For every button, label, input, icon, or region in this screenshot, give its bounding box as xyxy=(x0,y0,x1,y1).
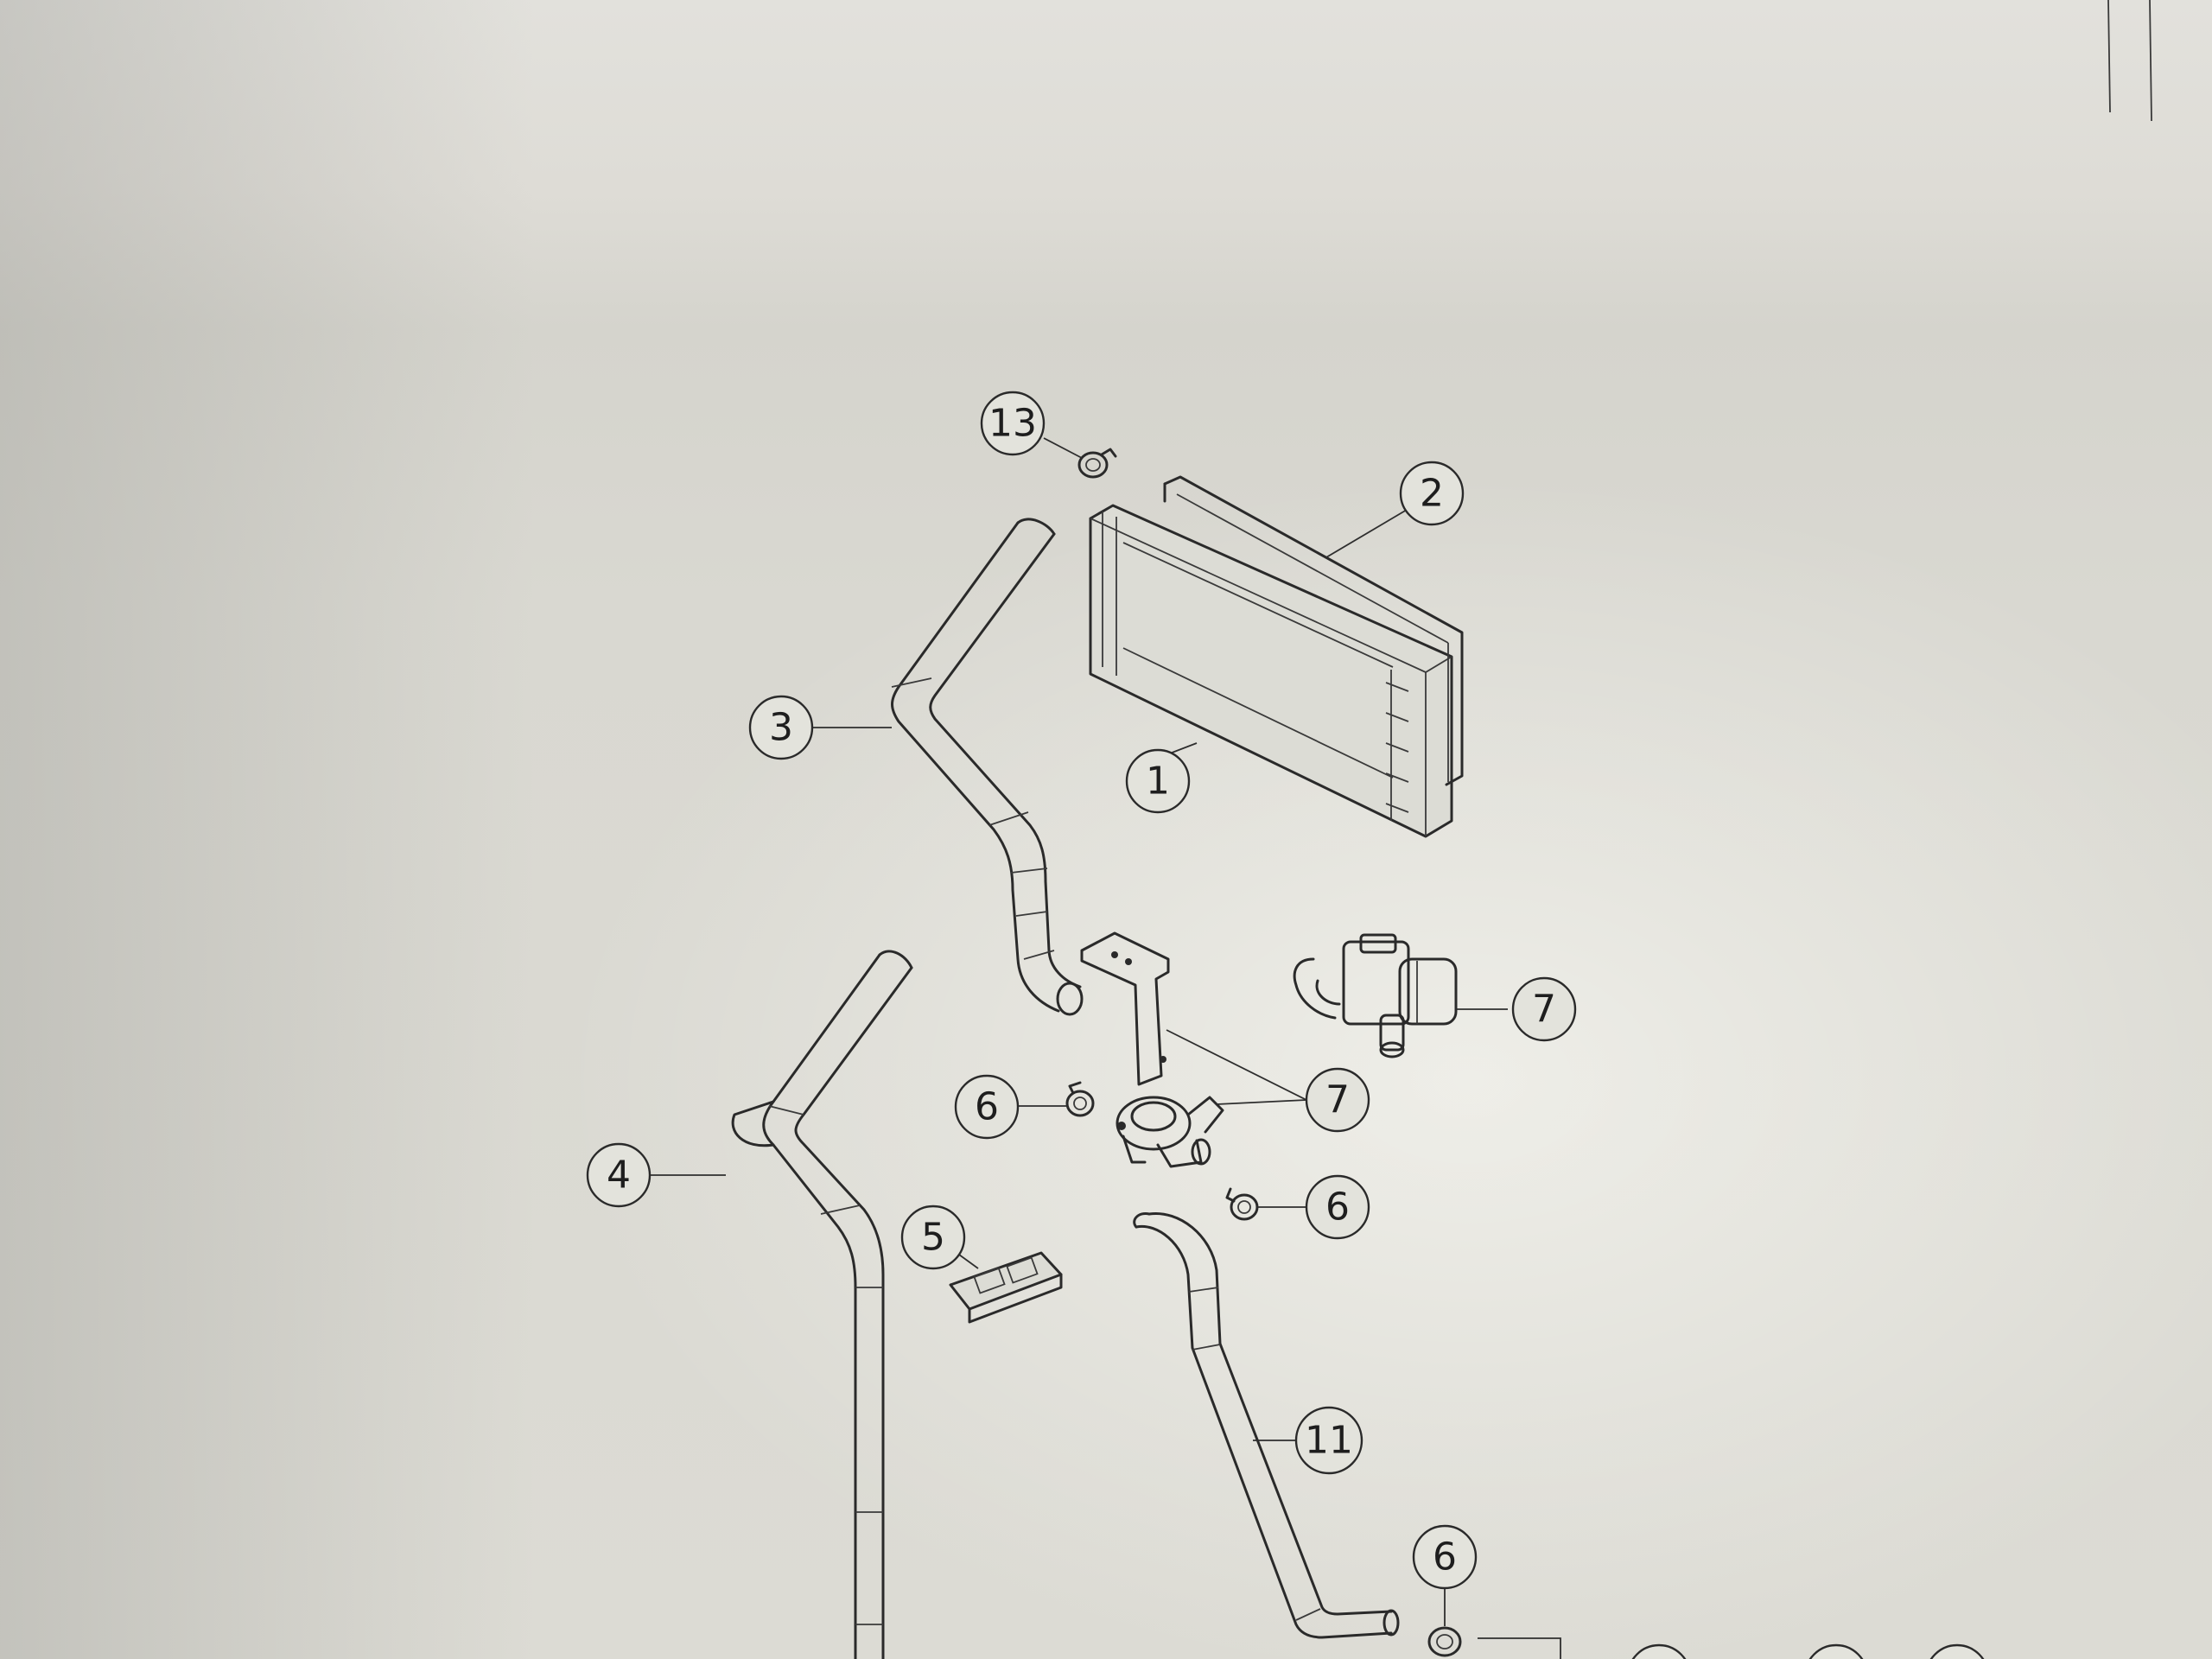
callout-6-left: 6 xyxy=(954,1074,1020,1140)
bracket-7 xyxy=(1080,931,1170,1086)
callout-7-valve-label: 7 xyxy=(1532,988,1556,1032)
clamp-13 xyxy=(1077,448,1117,479)
leader-lines xyxy=(650,437,1561,1659)
page-shadow xyxy=(0,0,536,1659)
callout-4: 4 xyxy=(586,1142,652,1208)
hose-11 xyxy=(1133,1211,1400,1639)
callout-7-pump-label: 7 xyxy=(1325,1078,1350,1122)
callout-6-right-label: 6 xyxy=(1325,1185,1350,1230)
callout-7-pump: 7 xyxy=(1305,1067,1370,1133)
control-valve-7 xyxy=(1293,933,1458,1058)
hose-4 xyxy=(731,950,913,1659)
callout-2: 2 xyxy=(1399,461,1465,526)
callout-1-label: 1 xyxy=(1146,760,1170,804)
callout-11: 11 xyxy=(1294,1406,1363,1475)
callout-13: 13 xyxy=(980,391,1046,456)
callout-11-label: 11 xyxy=(1305,1419,1353,1463)
seal-frame xyxy=(1163,475,1464,786)
heater-core xyxy=(1089,504,1453,838)
grommet-5 xyxy=(949,1251,1063,1324)
cropped-callouts xyxy=(1631,1643,1985,1659)
callout-3-label: 3 xyxy=(769,706,793,750)
hose-3 xyxy=(891,518,1084,1016)
callout-6-bottom: 6 xyxy=(1412,1524,1478,1590)
callout-2-label: 2 xyxy=(1420,472,1444,516)
callout-3: 3 xyxy=(748,695,814,760)
clamp-6-left xyxy=(1065,1081,1095,1117)
clamp-6-bottom xyxy=(1427,1626,1462,1657)
callout-5-label: 5 xyxy=(921,1216,945,1260)
pump-7 xyxy=(1116,1096,1224,1168)
paper-edge-lines xyxy=(2107,0,2152,122)
heater-core-fins xyxy=(1385,682,1409,813)
callout-6-bottom-label: 6 xyxy=(1433,1535,1457,1580)
callout-4-label: 4 xyxy=(607,1154,631,1198)
callout-6-left-label: 6 xyxy=(975,1085,999,1129)
callout-1: 1 xyxy=(1125,748,1191,814)
callout-13-label: 13 xyxy=(988,402,1037,446)
callout-6-right: 6 xyxy=(1305,1174,1370,1240)
callout-5: 5 xyxy=(900,1205,966,1270)
clamp-6-right xyxy=(1225,1187,1259,1221)
callout-7-valve: 7 xyxy=(1511,976,1577,1042)
